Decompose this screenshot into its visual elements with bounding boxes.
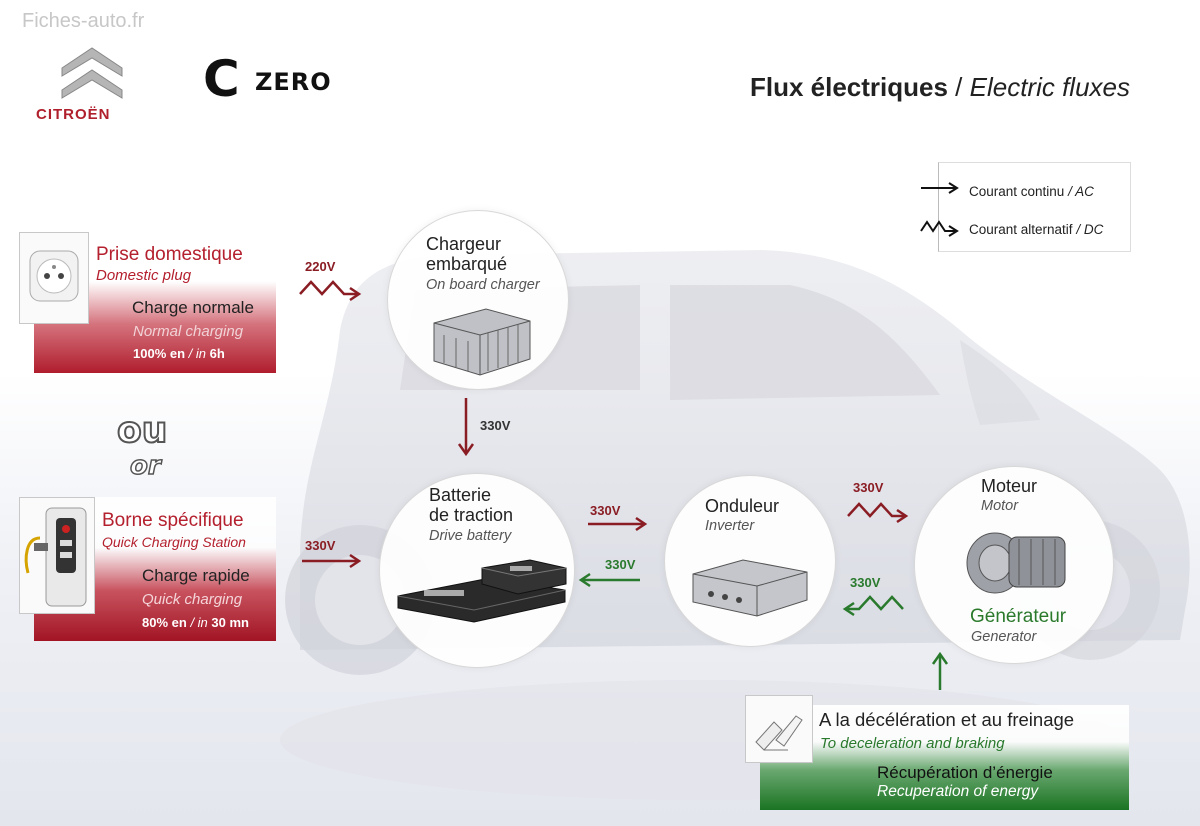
recuperation-panel bbox=[760, 705, 1129, 810]
voltage-inverter-motor: 330V bbox=[853, 480, 884, 495]
wall-socket-icon bbox=[29, 250, 79, 302]
legend: Courant continu / AC Courant alternatif … bbox=[920, 162, 1131, 252]
dc-arrow-charger-to-battery bbox=[457, 398, 475, 457]
domestic-plug-icon-box bbox=[19, 232, 89, 324]
battery-label-en: Drive battery bbox=[429, 528, 512, 544]
quick-station-title: Borne spécifique bbox=[102, 510, 244, 531]
inverter-label: Onduleur bbox=[705, 496, 780, 516]
dc-arrow-icon bbox=[921, 182, 959, 194]
generator-label-en: Generator bbox=[971, 629, 1037, 645]
voltage-220v: 220V bbox=[305, 259, 336, 274]
electric-motor-icon bbox=[966, 532, 1066, 594]
decel-title-en: To deceleration and braking bbox=[820, 735, 1005, 752]
motor-label: Moteur bbox=[981, 476, 1038, 496]
quick-charge-label-en: Quick charging bbox=[142, 591, 243, 608]
ac-arrow-inverter-to-motor bbox=[847, 502, 909, 524]
ac-zigzag-icon bbox=[920, 220, 959, 237]
charging-station-icon-box bbox=[19, 497, 95, 614]
or-fr: ou bbox=[116, 409, 168, 452]
or-en: or bbox=[129, 450, 161, 482]
normal-charge-label: Charge normale bbox=[132, 298, 254, 317]
normal-charge-time: 100% en / in 6h bbox=[133, 346, 225, 361]
czero-c: C bbox=[203, 50, 240, 108]
charger-unit-icon bbox=[433, 308, 531, 376]
voltage-charger-battery: 330V bbox=[480, 418, 511, 433]
inverter-circle: Onduleur Inverter bbox=[664, 475, 836, 647]
legend-dc: Courant continu / AC bbox=[969, 184, 1094, 199]
chevrons-icon bbox=[61, 47, 123, 99]
normal-charge-label-en: Normal charging bbox=[133, 323, 244, 340]
voltage-motor-inverter: 330V bbox=[850, 575, 881, 590]
dc-arrow-inverter-to-battery bbox=[578, 572, 640, 588]
charging-station-icon bbox=[24, 507, 87, 607]
page-title: Flux électriques / Electric fluxes bbox=[749, 72, 1130, 102]
brake-pedal-icon bbox=[755, 715, 803, 751]
dc-arrow-battery-to-inverter bbox=[588, 516, 648, 532]
quick-station-title-en: Quick Charging Station bbox=[102, 534, 246, 550]
voltage-battery-inverter: 330V bbox=[590, 503, 621, 518]
czero-logo: C ZERO bbox=[203, 50, 373, 108]
quick-charge-time: 80% en / in 30 mn bbox=[142, 615, 249, 630]
domestic-plug-title-en: Domestic plug bbox=[96, 267, 192, 284]
ac-arrow-motor-to-inverter bbox=[842, 595, 904, 617]
inverter-label-en: Inverter bbox=[705, 518, 755, 534]
domestic-plug-title: Prise domestique bbox=[96, 244, 243, 265]
arrow-decel-to-generator bbox=[931, 651, 949, 690]
inverter-unit-icon bbox=[692, 559, 808, 617]
decel-title: A la décélération et au freinage bbox=[819, 709, 1075, 730]
ac-arrow-plug-to-charger bbox=[299, 280, 362, 302]
brake-pedal-icon-box bbox=[745, 695, 813, 763]
recuperation-label-en: Recuperation of energy bbox=[877, 783, 1039, 800]
voltage-inverter-battery: 330V bbox=[605, 557, 636, 572]
charger-label-en: On board charger bbox=[426, 277, 540, 293]
battery-pack-icon bbox=[397, 559, 567, 623]
czero-zero: ZERO bbox=[255, 68, 332, 96]
citroen-wordmark: CITROËN bbox=[36, 106, 111, 123]
voltage-station-battery: 330V bbox=[305, 538, 336, 553]
watermark: Fiches-auto.fr bbox=[22, 10, 145, 32]
legend-ac: Courant alternatif / DC bbox=[969, 222, 1104, 237]
quick-charge-label: Charge rapide bbox=[142, 566, 250, 585]
recuperation-label: Récupération d’énergie bbox=[877, 763, 1053, 782]
motor-label-en: Motor bbox=[981, 498, 1019, 514]
dc-arrow-station-to-battery bbox=[302, 553, 362, 569]
citroen-logo: CITROËN bbox=[30, 40, 155, 125]
generator-label: Générateur bbox=[970, 606, 1067, 627]
motor-circle: Moteur Motor Générateur Generator bbox=[914, 466, 1114, 664]
